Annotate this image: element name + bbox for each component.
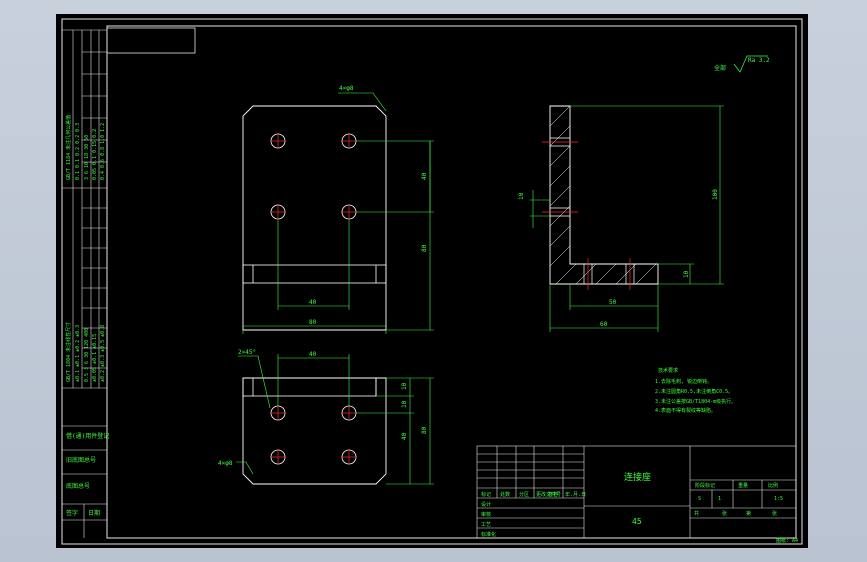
margin-box-3: 底图总号 xyxy=(66,482,90,490)
margin-box-1: 借(通)用件登记 xyxy=(66,432,109,440)
tb-sheet: 第 xyxy=(746,510,751,517)
top-dim-h3: 40 xyxy=(401,432,408,440)
front-view: 40 80 40 80 4×φ8 xyxy=(242,85,434,334)
svg-text:0.4 0.6 0.8 1.0 1.2: 0.4 0.6 0.8 1.0 1.2 xyxy=(100,123,106,180)
front-dim-h1: 40 xyxy=(421,172,428,180)
tb-label: 处数 xyxy=(500,491,510,498)
left-margin-table-text: GB/T 1184 未注几何公差值 GB/T 1804 未注线性尺寸 0.1 0… xyxy=(65,115,106,382)
title-block-text: 连接座 45 标记 处数 分区 更改文件号 签名 年.月.日 设计 审核 工艺 … xyxy=(481,471,783,538)
roughness-symbol: Ra 3.2 全部 xyxy=(714,55,770,73)
side-view-hatch xyxy=(549,105,657,285)
technical-requirements: 技术要求 1.去除毛刺, 锐边倒钝。 2.未注圆角R0.5,未注倒角C0.5。 … xyxy=(655,367,736,414)
margin-box-4: 签字 xyxy=(66,509,78,517)
tech-req-item: 2.未注圆角R0.5,未注倒角C0.5。 xyxy=(655,388,733,395)
sheet-info: 图纸: A4 xyxy=(776,537,798,544)
top-dim-w: 40 xyxy=(309,351,317,358)
side-dim-h: 100 xyxy=(712,189,719,200)
side-view: 100 50 60 10 10 xyxy=(518,105,724,332)
roughness-label: 全部 xyxy=(714,64,726,72)
tb-label: 更改文件号 xyxy=(536,491,561,498)
side-dim-t: 10 xyxy=(683,270,690,278)
title-block xyxy=(476,445,797,539)
top-hole-label: 4×φ8 xyxy=(218,460,233,467)
tb-person: 工艺 xyxy=(481,522,491,528)
tb-label: 年.月.日 xyxy=(565,491,586,498)
tb-person: 设计 xyxy=(481,501,491,508)
svg-text:0.05 0.1 0.15 0.2: 0.05 0.1 0.15 0.2 xyxy=(92,129,98,180)
front-dim-h2: 80 xyxy=(421,244,428,252)
top-dim-h4: 80 xyxy=(421,426,428,434)
scale-value: 1:5 xyxy=(774,496,783,502)
tb-sheet: 张 xyxy=(772,510,777,517)
svg-text:0.5 3 6 30 120 400: 0.5 3 6 30 120 400 xyxy=(84,328,90,382)
front-hole-label: 4×φ8 xyxy=(339,85,354,92)
side-dim-w1: 50 xyxy=(609,299,617,306)
top-chamfer-label: 2×45° xyxy=(238,349,256,356)
front-dim-w2: 80 xyxy=(309,319,317,326)
svg-text:±0.05 ±0.1 ±0.15: ±0.05 ±0.1 ±0.15 xyxy=(92,334,98,382)
top-dim-h1: 10 xyxy=(401,382,408,390)
svg-text:±0.1 ±0.1 ±0.2 ±0.3: ±0.1 ±0.1 ±0.2 ±0.3 xyxy=(75,325,81,382)
tb-label: 标记 xyxy=(481,491,491,498)
tb-person: 标准化 xyxy=(481,531,496,538)
front-view-slot xyxy=(242,264,387,284)
outer-border xyxy=(61,18,803,545)
tb-header: 比例 xyxy=(768,482,778,489)
margin-box-2: 旧底图总号 xyxy=(66,456,96,464)
tb-sheet: 张 xyxy=(722,510,727,517)
svg-text:GB/T 1804 未注线性尺寸: GB/T 1804 未注线性尺寸 xyxy=(65,322,72,382)
left-margin-table xyxy=(62,29,107,538)
tb-sheet: 共 xyxy=(694,510,699,517)
tb-label: 分区 xyxy=(519,491,529,498)
margin-box-5: 日期 xyxy=(88,509,100,517)
material: 45 xyxy=(632,517,642,526)
side-dim-s: 10 xyxy=(518,192,525,200)
tb-header: 阶段标记 xyxy=(695,482,715,489)
tb-value: 1 xyxy=(718,496,721,502)
left-margin-boxes: 借(通)用件登记 旧底图总号 底图总号 签字 日期 xyxy=(66,432,109,517)
tech-req-item: 4.表面不得有裂纹等缺陷。 xyxy=(655,407,716,414)
roughness-value: Ra 3.2 xyxy=(748,57,770,64)
code-box xyxy=(106,27,196,54)
top-view: 40 10 10 40 80 2×45° 4×φ8 xyxy=(218,349,434,485)
front-dim-w1: 40 xyxy=(309,299,317,306)
side-dim-w2: 60 xyxy=(600,321,608,328)
tech-req-item: 1.去除毛刺, 锐边倒钝。 xyxy=(655,378,712,385)
part-name: 连接座 xyxy=(624,471,651,483)
svg-text:GB/T 1184 未注几何公差值: GB/T 1184 未注几何公差值 xyxy=(65,115,72,180)
top-dim-h2: 10 xyxy=(401,400,408,408)
tb-header: 重量 xyxy=(738,482,748,489)
tb-value: S xyxy=(698,496,701,502)
svg-text:3 6 10 18 30 50: 3 6 10 18 30 50 xyxy=(84,135,90,180)
tb-person: 审核 xyxy=(481,511,491,518)
svg-text:±0.2 ±0.3 ±0.5 ±0.8: ±0.2 ±0.3 ±0.5 ±0.8 xyxy=(100,325,106,382)
svg-text:0.1 0.1 0.2 0.2 0.3: 0.1 0.1 0.2 0.2 0.3 xyxy=(75,123,81,180)
tb-label: 签名 xyxy=(548,491,558,498)
inner-border xyxy=(106,25,797,539)
tech-req-title: 技术要求 xyxy=(658,367,678,374)
tech-req-item: 3.未注公差按GB/T1804-m级执行。 xyxy=(655,398,736,405)
drawing-sheet xyxy=(56,14,808,548)
